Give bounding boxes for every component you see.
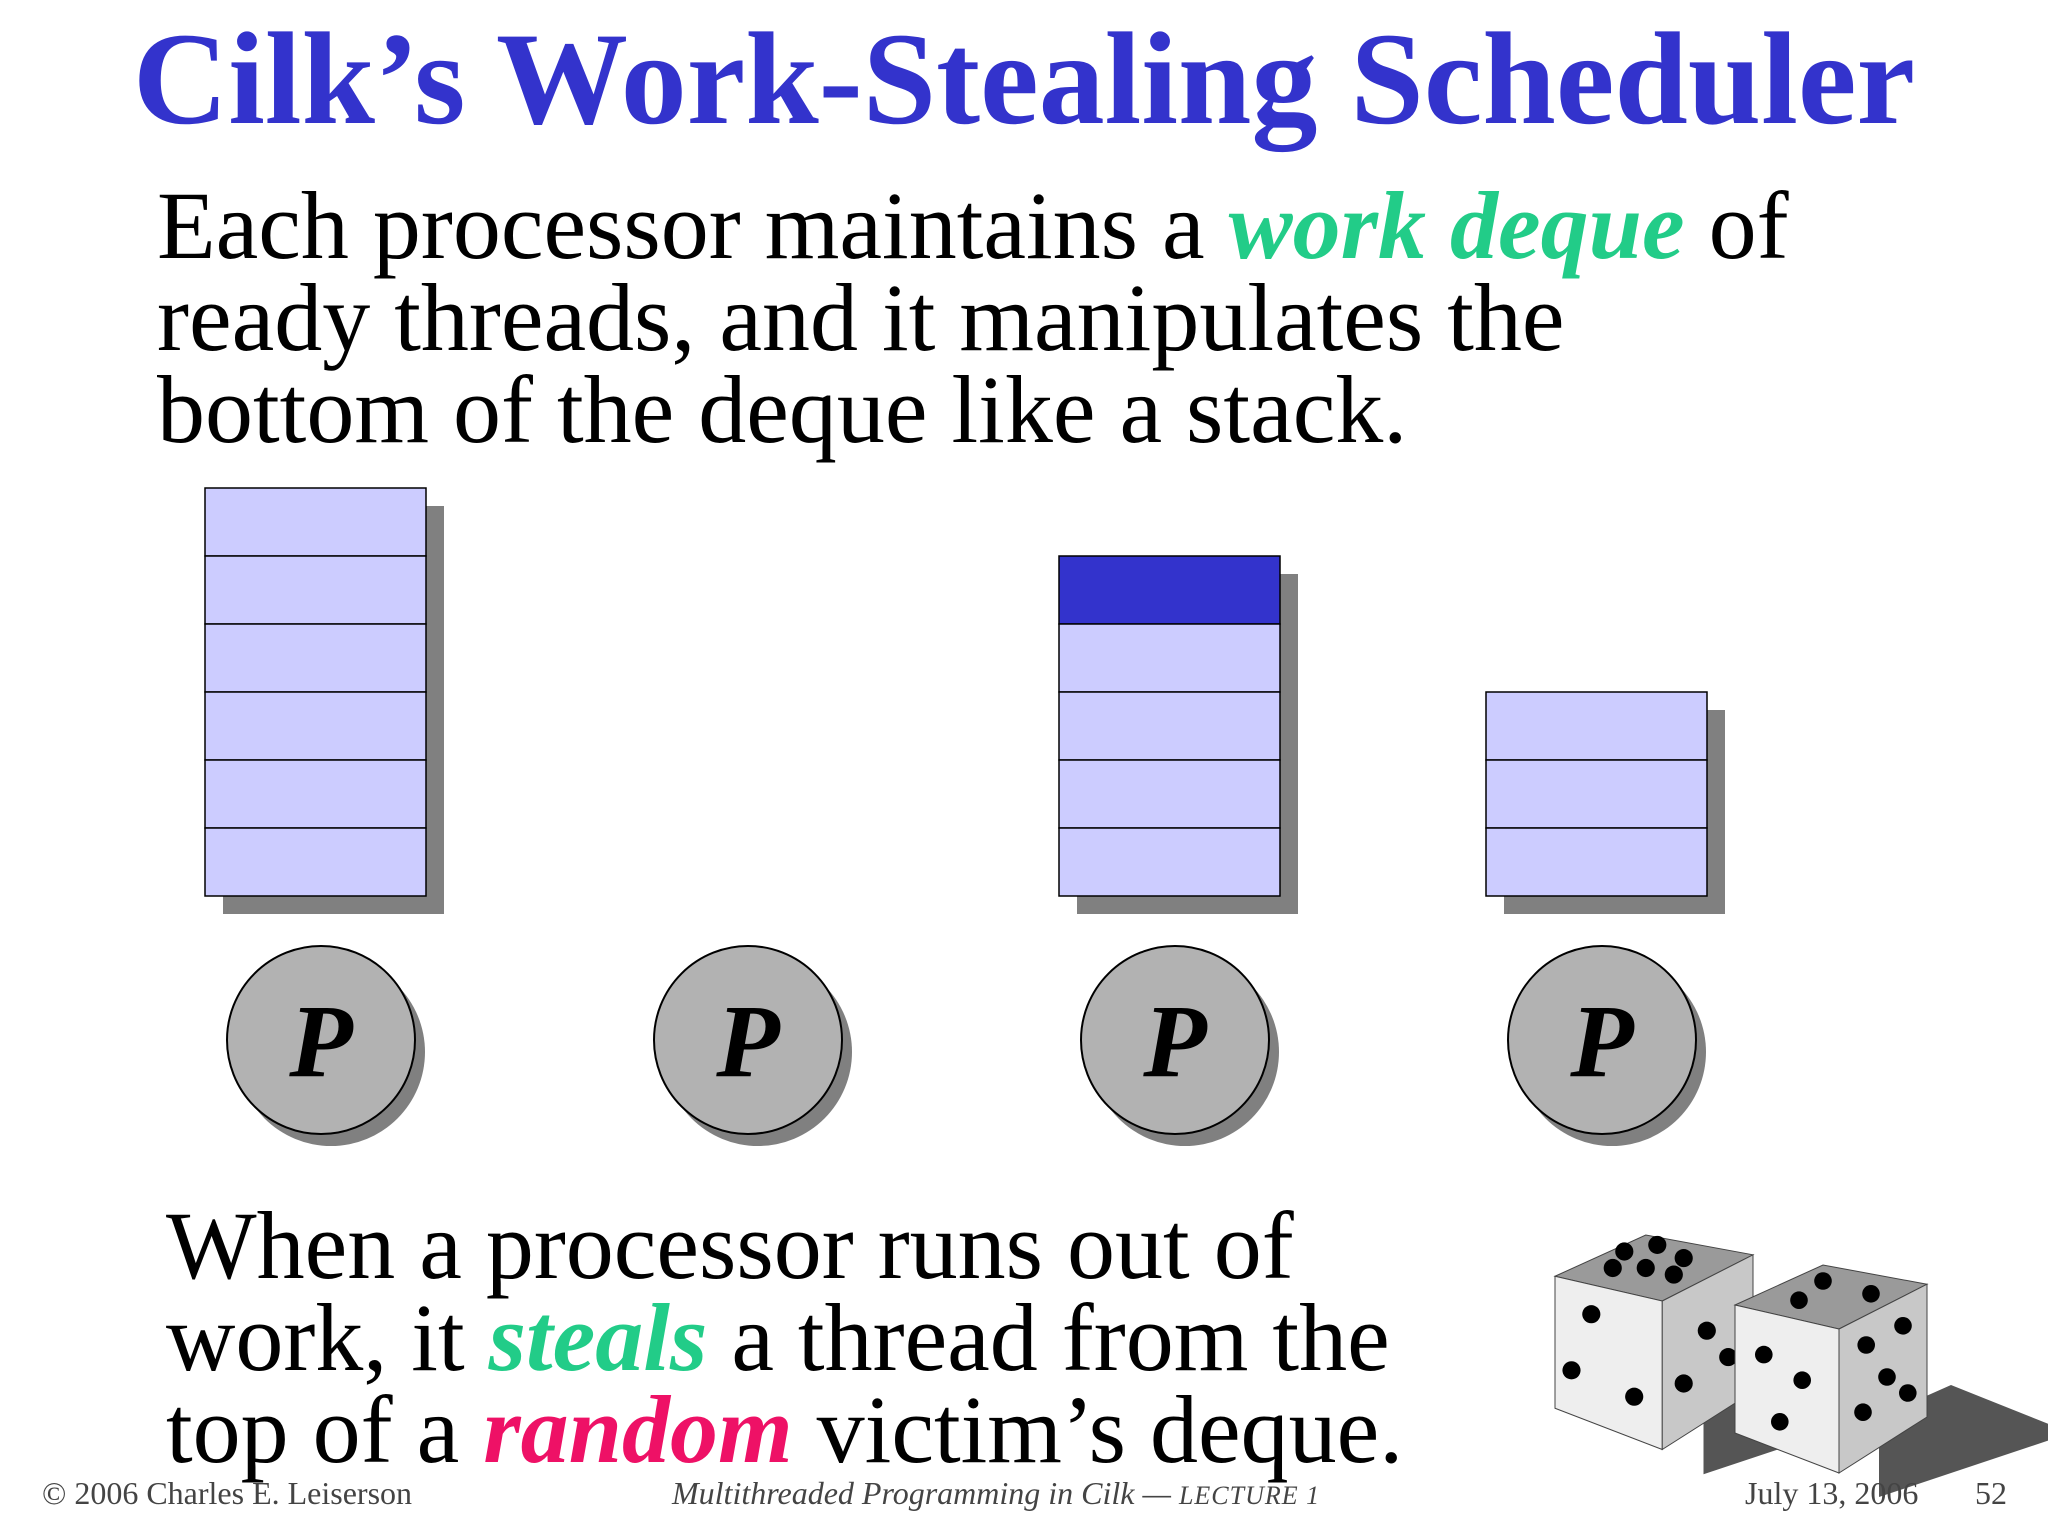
die-pip [1697, 1321, 1716, 1340]
die-pip [1790, 1291, 1808, 1309]
die-pip [1648, 1235, 1667, 1254]
deque-slot [204, 555, 427, 625]
deque-slot [204, 623, 427, 693]
die-pip [1674, 1249, 1693, 1268]
deque-slot [204, 827, 427, 897]
intro-line-1: Each processor maintains a work deque of [157, 178, 1789, 274]
random-term: random [483, 1376, 793, 1483]
die-pip [1894, 1317, 1912, 1335]
deque-slot [1485, 827, 1708, 897]
stealing-line-3-tail: victim’s deque. [792, 1376, 1404, 1483]
deque-slot [1485, 759, 1708, 829]
processor-label: P [715, 984, 781, 1099]
intro-line-3: bottom of the deque like a stack. [157, 356, 1408, 463]
stealing-line-3-text: top of a [166, 1376, 484, 1483]
processor-circle [226, 945, 416, 1135]
die-pip [1857, 1336, 1875, 1354]
deque-slot [204, 759, 427, 829]
die-pip [1814, 1272, 1832, 1290]
die-pip [1878, 1368, 1896, 1386]
stealing-line-1: When a processor runs out of [166, 1192, 1294, 1299]
deque-top-thread [1058, 555, 1281, 625]
stealing-line-2-tail: a thread from the [707, 1284, 1390, 1391]
die-pip [1664, 1265, 1683, 1284]
footer-course: Multithreaded Programming in Cilk — LECT… [672, 1475, 1320, 1512]
deque-slot [1058, 623, 1281, 693]
die-pip [1793, 1371, 1811, 1389]
stealing-line-3: top of a random victim’s deque. [166, 1382, 1403, 1478]
die-pip [1862, 1285, 1880, 1303]
die-pip [1755, 1345, 1773, 1364]
footer-course-title: Multithreaded Programming in Cilk — [672, 1475, 1179, 1511]
deque-slot [204, 691, 427, 761]
die-pip [1719, 1348, 1738, 1367]
intro-line-1-tail: of [1684, 172, 1789, 279]
deque-slot [1058, 759, 1281, 829]
stealing-line-2-text: work, it [166, 1284, 489, 1391]
die-pip [1854, 1403, 1872, 1421]
processor-1: P [226, 945, 425, 1146]
deque-slot [1058, 691, 1281, 761]
die-pip [1899, 1384, 1917, 1402]
processor-circle [653, 945, 843, 1135]
die [1733, 1264, 2048, 1497]
dice-icon [1553, 1234, 2048, 1497]
processor-label: P [1569, 984, 1635, 1099]
die-pip [1625, 1387, 1644, 1406]
deque-4 [1485, 691, 1725, 914]
processor-label: P [288, 984, 354, 1099]
intro-paragraph: Each processor maintains a work deque of… [157, 178, 1789, 463]
deque-3 [1058, 555, 1298, 914]
stealing-line-2: work, it steals a thread from the [166, 1290, 1403, 1386]
footer-date: July 13, 2006 [1745, 1475, 1919, 1511]
processor-3: P [1080, 945, 1279, 1146]
processor-4: P [1507, 945, 1706, 1146]
die-pip [1674, 1374, 1693, 1393]
footer-lecture: LECTURE 1 [1178, 1481, 1321, 1510]
die-pip [1771, 1413, 1789, 1431]
intro-line-2: ready threads, and it manipulates the [157, 264, 1565, 371]
footer-copyright: © 2006 Charles E. Leiserson [42, 1475, 413, 1511]
stealing-paragraph: When a processor runs out of work, it st… [166, 1192, 1403, 1478]
processor-circle [1507, 945, 1697, 1135]
deque-slot [1058, 827, 1281, 897]
deque-slot [1485, 691, 1708, 761]
steals-term: steals [488, 1284, 708, 1391]
intro-line-1-text: Each processor maintains a [157, 172, 1229, 279]
deque-1 [204, 487, 444, 914]
die-pip [1615, 1242, 1634, 1261]
processor-2: P [653, 945, 852, 1146]
die-pip [1603, 1258, 1622, 1278]
footer-page-number: 52 [1975, 1475, 2007, 1511]
processor-circle [1080, 945, 1270, 1135]
slide-title: Cilk’s Work-Stealing Scheduler [132, 5, 1916, 152]
processor-label: P [1142, 984, 1208, 1099]
deque-slot [204, 487, 427, 557]
die-pip [1636, 1258, 1655, 1278]
work-deque-term: work deque [1228, 172, 1685, 279]
die-pip [1582, 1305, 1601, 1324]
die-pip [1562, 1361, 1581, 1380]
